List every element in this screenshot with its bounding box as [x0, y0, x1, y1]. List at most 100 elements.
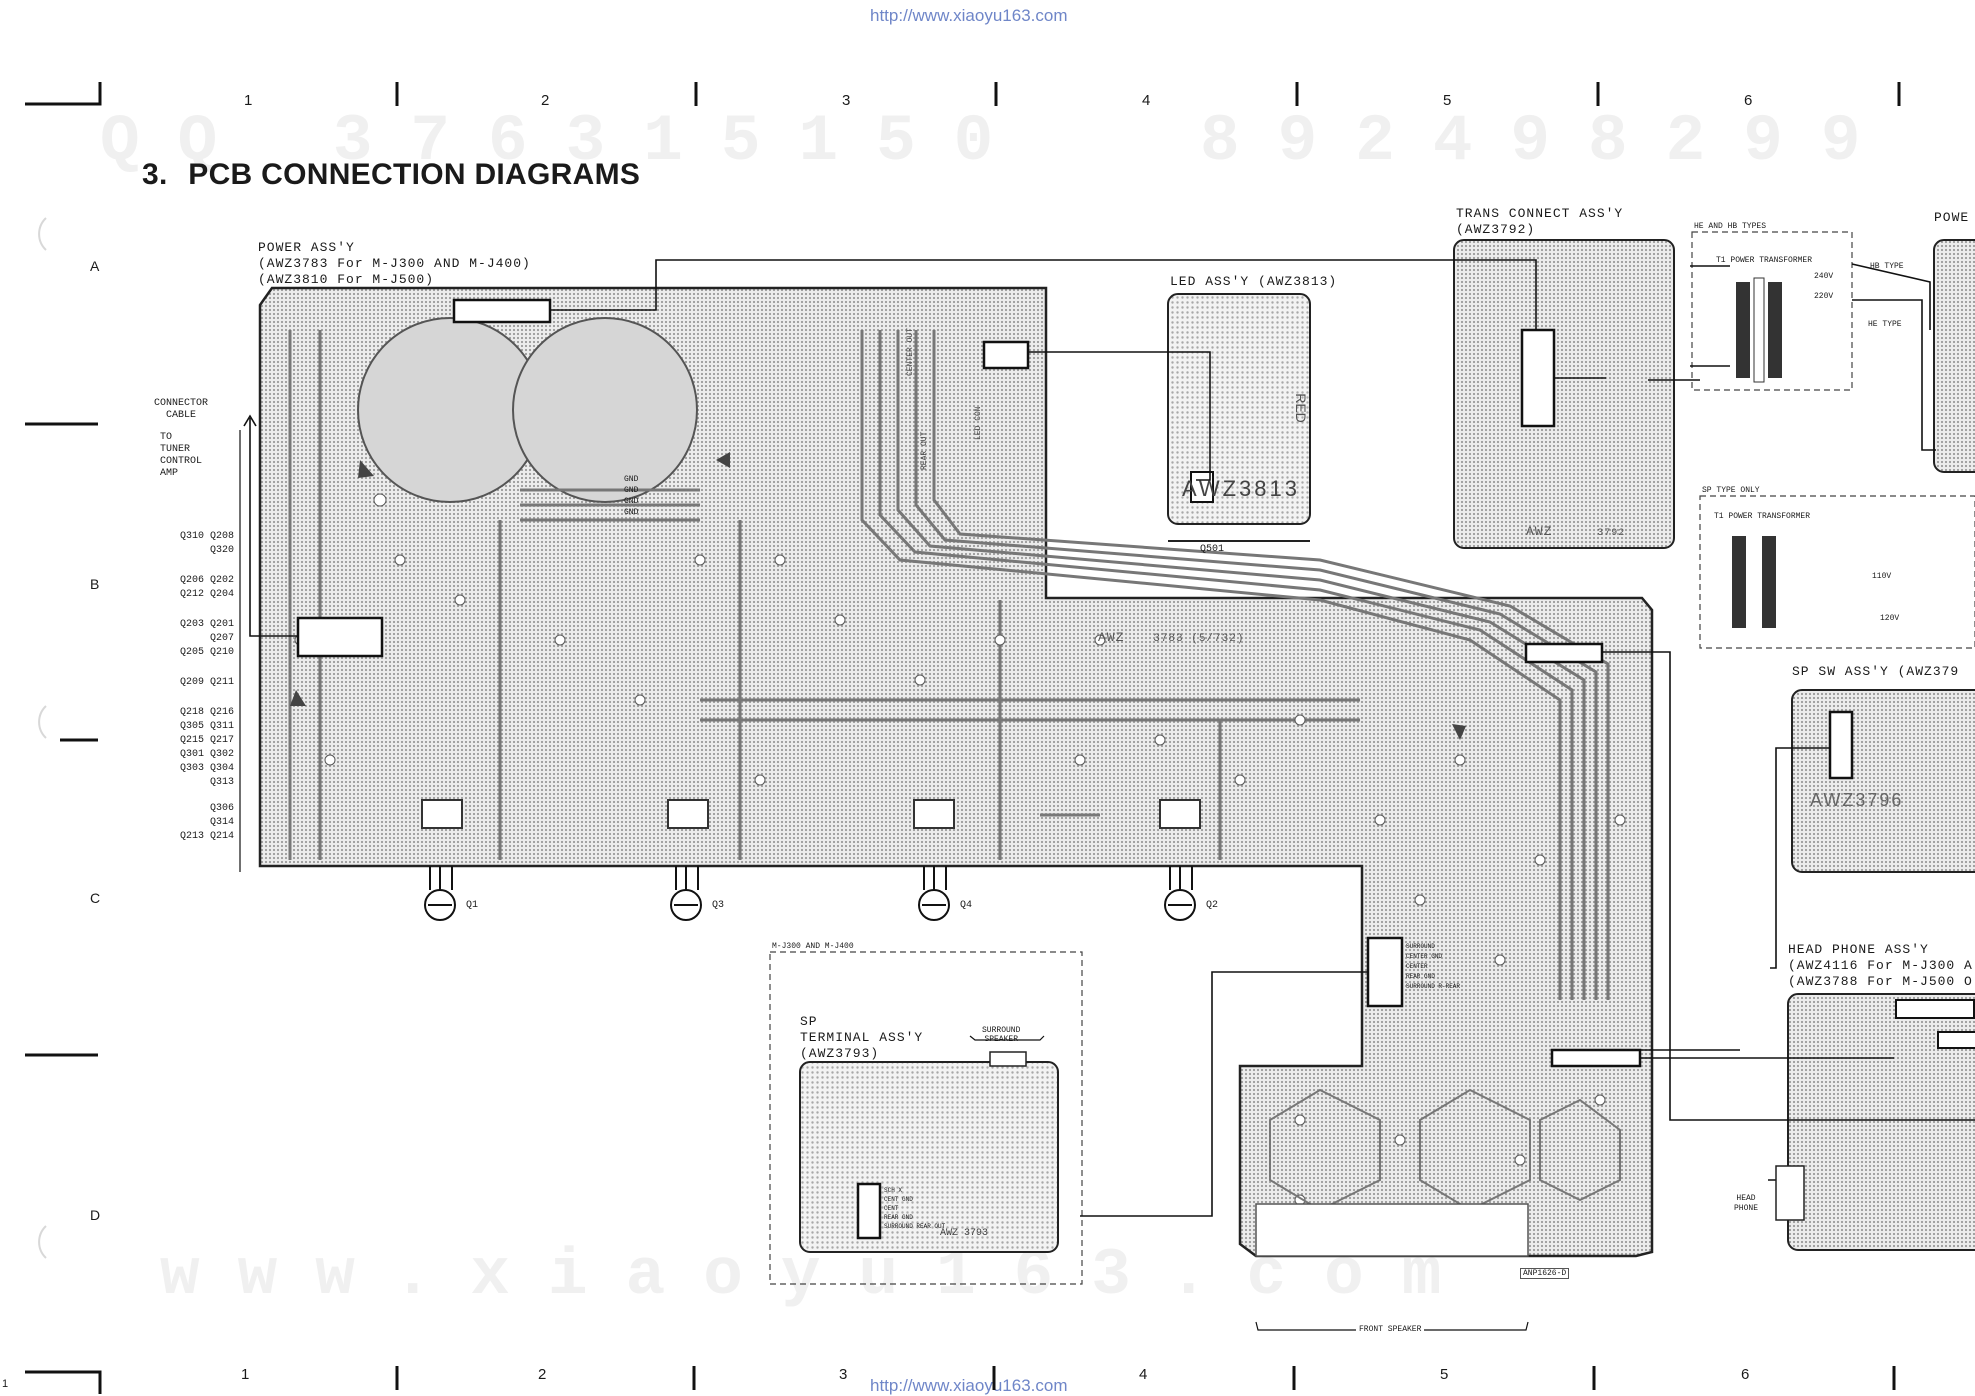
grid-row-d: D	[90, 1207, 101, 1223]
q-list-item: Q218 Q216	[179, 707, 234, 718]
to-tuner-label: TO TUNER CONTROL AMP	[160, 432, 202, 480]
main-pin-label: CENTER GND	[1406, 953, 1443, 960]
to-tuner-line-3: CONTROL	[160, 456, 203, 467]
head-phone-jack-label: HEAD PHONE	[1734, 1194, 1758, 1214]
sp-pin-label: REAR GND	[884, 1214, 913, 1221]
to-tuner-line-2: TUNER	[160, 444, 191, 455]
transistor-q4-label: Q4	[960, 900, 973, 911]
power-board	[258, 286, 1654, 1258]
front-speaker-label: FRONT SPEAKER	[1356, 1325, 1425, 1334]
header-url[interactable]: http://www.xiaoyu163.com	[870, 6, 1068, 25]
anp-code-label: ANP1626-D	[1520, 1268, 1570, 1279]
grid-col-top-3: 3	[842, 92, 851, 109]
q-list-item: Q320	[209, 545, 234, 556]
trans-board-awz: AWZ	[1526, 524, 1553, 539]
grid-row-b: B	[90, 576, 100, 592]
surround-speaker-line-2: SPEAKER	[984, 1035, 1018, 1044]
voltage-120-label: 120V	[1880, 614, 1900, 623]
grid-col-top-1: 1	[244, 92, 253, 109]
footer-url[interactable]: http://www.xiaoyu163.com	[870, 1376, 1068, 1395]
q501-label: Q501	[1200, 544, 1225, 555]
sp-terminal-line-1: SP	[800, 1014, 818, 1029]
hb-type-label: HB TYPE	[1870, 262, 1904, 271]
sp-terminal-pins: SCH X CENT GND CENT REAR GND SURROUND RE…	[884, 1186, 945, 1231]
power-assy-line-1: POWER ASS'Y	[258, 240, 355, 255]
voltage-110-label: 110V	[1872, 572, 1892, 581]
head-phone-line-3: (AWZ3788 For M-J500 O	[1788, 974, 1973, 989]
m-j300-j400-label: M-J300 AND M-J400	[772, 942, 854, 951]
q-list-item: Q306	[209, 803, 234, 814]
trans-connect-line-2: (AWZ3792)	[1456, 222, 1536, 237]
frame-marks	[25, 82, 1901, 1394]
title-text: PCB CONNECTION DIAGRAMS	[188, 158, 641, 191]
power-assy-line-2: (AWZ3783 For M-J300 AND M-J400)	[258, 256, 531, 271]
q-list-item: Q301 Q302	[179, 749, 234, 760]
q-list-item: Q313	[209, 777, 234, 788]
led-board-text: AWZ3813	[1182, 476, 1301, 501]
grid-col-bottom-6: 6	[1741, 1366, 1750, 1383]
head-phone-jack-line-2: PHONE	[1734, 1204, 1759, 1213]
awz-main-number: 3783 (5/732)	[1153, 633, 1245, 645]
sp-sw-assy-label: SP SW ASS'Y (AWZ379	[1792, 664, 1960, 679]
watermark-bottom: www.xiaoyu163.com	[160, 1238, 1480, 1313]
head-phone-jack-line-1: HEAD	[1736, 1194, 1756, 1203]
grid-col-bottom-2: 2	[538, 1366, 547, 1383]
page-title: 3. PCB CONNECTION DIAGRAMS	[142, 158, 640, 192]
q-list-item: Q207	[209, 633, 234, 644]
trace-label-gnd-4: GND	[624, 508, 639, 517]
sp-terminal-assy-label: SP TERMINAL ASS'Y (AWZ3793)	[800, 1014, 923, 1062]
power-assy-label: POWER ASS'Y (AWZ3783 For M-J300 AND M-J4…	[258, 240, 531, 288]
power-assy-line-3: (AWZ3810 For M-J500)	[258, 272, 435, 287]
q-list-item: Q205 Q210	[179, 647, 234, 658]
sp-pin-label: CENT	[884, 1205, 899, 1212]
surround-speaker-line-1: SURROUND	[982, 1026, 1021, 1035]
sp-type-only-label: SP TYPE ONLY	[1702, 486, 1760, 495]
connector-line-2: CABLE	[166, 410, 197, 421]
q-list-item: Q213 Q214	[179, 831, 234, 842]
trans-connect-label: TRANS CONNECT ASS'Y (AWZ3792)	[1456, 206, 1623, 238]
q-list-item: Q206 Q202	[179, 575, 234, 586]
q-list-item: Q203 Q201	[179, 619, 234, 630]
sp-pin-label: SURROUND REAR OUT	[884, 1223, 946, 1230]
q-list-item: Q305 Q311	[179, 721, 234, 732]
grid-col-top-6: 6	[1744, 92, 1753, 109]
trans-board-text: AWZ 3792	[1526, 524, 1625, 542]
connector-line-1: CONNECTOR	[154, 398, 209, 409]
main-pin-label: REAR GND	[1406, 973, 1435, 980]
awz-main-text: AWZ	[1098, 630, 1125, 645]
surround-speaker-label: SURROUND SPEAKER	[982, 1026, 1020, 1044]
trace-label-gnd-1: GND	[624, 475, 639, 484]
watermark-top: QQ 376315150	[100, 104, 1032, 179]
power-right-label: POWE	[1934, 210, 1970, 225]
title-number: 3.	[142, 158, 168, 191]
grid-col-top-5: 5	[1443, 92, 1452, 109]
trace-label-center-out: CENTER OUT	[906, 327, 915, 376]
page-number: 1	[2, 1378, 9, 1390]
sp-terminal-board-text: AWZ 3793	[940, 1228, 989, 1239]
transistor-q1-label: Q1	[466, 900, 479, 911]
t1-transformer-label-2: T1 POWER TRANSFORMER	[1714, 512, 1811, 521]
main-pin-label: CENTER	[1406, 963, 1428, 970]
transistor-q3-label: Q3	[712, 900, 725, 911]
main-surround-pins: SURROUND CENTER GND CENTER REAR GND SURR…	[1406, 942, 1460, 992]
trans-connect-line-1: TRANS CONNECT ASS'Y	[1456, 206, 1624, 221]
trace-label-gnd-2: GND	[624, 486, 639, 495]
q-list-item: Q215 Q217	[179, 735, 234, 746]
voltage-240-label: 240V	[1814, 272, 1834, 281]
to-tuner-line-4: AMP	[160, 468, 179, 479]
grid-col-bottom-3: 3	[839, 1366, 848, 1383]
he-type-label: HE TYPE	[1868, 320, 1902, 329]
main-board-awz: AWZ 3783 (5/732)	[1098, 630, 1244, 647]
sp-terminal-line-3: (AWZ3793)	[800, 1046, 880, 1061]
q-list-item: Q303 Q304	[179, 763, 234, 774]
transistor-q2-label: Q2	[1206, 900, 1219, 911]
watermark-top-right: 892498299	[1200, 104, 1899, 179]
sp-pin-label: SCH X	[884, 1187, 903, 1194]
grid-row-a: A	[90, 258, 100, 274]
grid-row-c: C	[90, 890, 101, 906]
head-phone-line-2: (AWZ4116 For M-J300 A	[1788, 958, 1973, 973]
transistor-list: Q310 Q208 Q320 Q206 Q202 Q212 Q204 Q203 …	[150, 530, 234, 844]
trace-label-rear-out: REAR OUT	[920, 431, 929, 470]
q-list-item: Q212 Q204	[179, 589, 234, 600]
